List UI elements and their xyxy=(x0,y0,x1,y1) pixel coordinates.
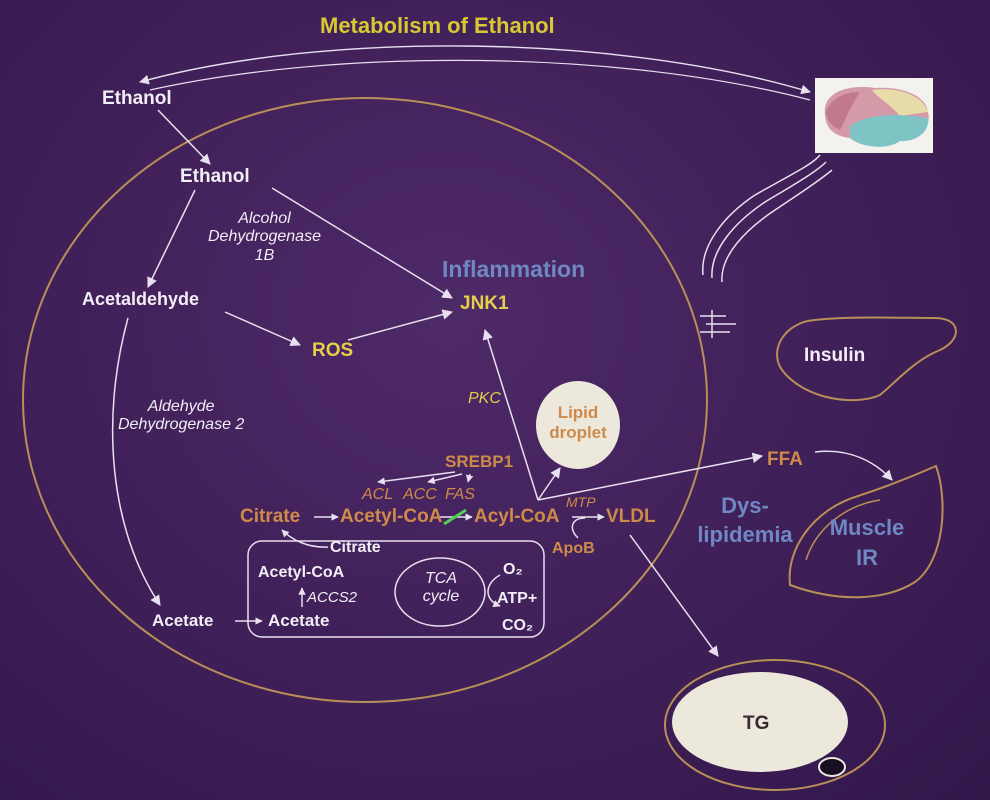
arrow-citrate-export xyxy=(281,529,329,548)
label-mtp: MTP xyxy=(566,494,596,510)
label-tca-line2: cycle xyxy=(422,588,460,606)
label-lipid-droplet: Lipid droplet xyxy=(540,403,616,442)
arrow-vldl-adipocyte xyxy=(629,534,719,657)
label-enzyme-adh-line2: Dehydrogenase xyxy=(208,228,321,246)
lipid-droplet xyxy=(536,381,620,469)
arrow-apob xyxy=(571,517,586,539)
label-ethanol-outside: Ethanol xyxy=(102,88,172,109)
nerve-line-3 xyxy=(721,169,833,283)
label-citrate-mito: Citrate xyxy=(330,539,381,556)
label-enzyme-aldh-line1: Aldehyde xyxy=(147,398,215,415)
arrow-ethanol-in xyxy=(157,109,211,165)
label-atp: ATP+ xyxy=(497,590,538,607)
arrow-hub-droplet xyxy=(537,467,561,501)
arrow-ethanol-acetaldehyde xyxy=(147,189,196,288)
label-dyslipidemia-line1: Dys- xyxy=(721,493,769,518)
label-enzyme-adh: Alcohol Dehydrogenase 1B xyxy=(208,210,321,265)
brain-icon xyxy=(815,78,933,153)
label-acetaldehyde: Acetaldehyde xyxy=(82,289,200,309)
arrow-ffa-muscle xyxy=(814,450,893,481)
label-srebp1: SREBP1 xyxy=(445,452,514,471)
label-inflammation: Inflammation xyxy=(442,256,586,282)
inhibition-mark xyxy=(443,508,467,526)
label-lipid-droplet-line2: droplet xyxy=(549,422,607,442)
muscle-outline-inner xyxy=(805,499,881,561)
label-vldl: VLDL xyxy=(606,506,656,527)
arrow-ros-jnk1 xyxy=(347,309,454,341)
arrow-srebp1-fas xyxy=(465,473,474,483)
arrow-srebp1-acl xyxy=(377,471,456,485)
label-ffa: FFA xyxy=(767,449,803,470)
label-acl: ACL xyxy=(362,486,394,503)
label-muscle-line2: IR xyxy=(856,544,878,570)
label-muscle-ir: Muscle IR xyxy=(812,513,922,572)
label-lipid-droplet-line1: Lipid xyxy=(557,403,599,422)
label-acetate-mito: Acetate xyxy=(268,611,330,630)
hepatocyte-outline xyxy=(22,97,708,703)
label-dyslipidemia: Dys- lipidemia xyxy=(685,492,805,549)
membrane-channel xyxy=(700,310,736,338)
nerve-line-1 xyxy=(702,154,821,276)
tca-output-bracket xyxy=(487,574,501,608)
diagram-title: Metabolism of Ethanol xyxy=(320,13,555,38)
label-enzyme-adh-line3: 1B xyxy=(254,246,275,264)
label-co2: CO₂ xyxy=(502,617,534,634)
label-insulin: Insulin xyxy=(804,345,866,366)
label-tca-cycle: TCA cycle xyxy=(412,570,470,607)
brain-arrow-bottom xyxy=(149,59,811,101)
label-enzyme-aldh: Aldehyde Dehydrogenase 2 xyxy=(118,398,244,435)
label-apob: ApoB xyxy=(552,540,595,557)
label-accs2: ACCS2 xyxy=(307,589,358,606)
label-tg: TG xyxy=(743,713,770,734)
label-acc: ACC xyxy=(403,486,437,503)
mitochondrion-outline xyxy=(247,540,545,638)
adipocyte-icon xyxy=(664,659,886,791)
label-jnk1: JNK1 xyxy=(460,293,509,314)
arrow-ethanol-jnk1 xyxy=(271,187,453,299)
label-dyslipidemia-line2: lipidemia xyxy=(697,521,793,547)
brain-arrow-top xyxy=(139,45,811,95)
arrow-srebp1-acc xyxy=(427,473,463,485)
label-acetate-cytosol: Acetate xyxy=(152,611,214,630)
label-ros: ROS xyxy=(312,340,354,361)
label-tca-line1: TCA xyxy=(425,570,457,587)
label-citrate-cytosol: Citrate xyxy=(240,506,301,527)
label-pkc: PKC xyxy=(468,390,501,407)
label-acylcoa: Acyl-CoA xyxy=(474,506,560,527)
label-fas: FAS xyxy=(445,486,475,503)
label-ethanol-inside: Ethanol xyxy=(180,166,250,187)
label-enzyme-aldh-line2: Dehydrogenase 2 xyxy=(118,416,245,434)
label-acetylcoa-mito: Acetyl-CoA xyxy=(258,564,345,581)
arrow-acetaldehyde-ros xyxy=(224,311,301,346)
nerve-line-2 xyxy=(711,161,827,279)
tca-cycle-circle xyxy=(394,557,486,627)
arrow-acetaldehyde-acetate xyxy=(111,317,161,606)
arrow-hub-jnk1 xyxy=(482,328,539,501)
label-enzyme-adh-line1: Alcohol xyxy=(238,210,291,227)
label-muscle-line1: Muscle xyxy=(829,515,905,540)
label-o2: O₂ xyxy=(503,561,523,578)
pancreas-outline xyxy=(776,316,957,402)
label-acetylcoa-cytosol: Acetyl-CoA xyxy=(340,506,443,527)
muscle-outline xyxy=(788,464,944,599)
arrow-hub-ffa xyxy=(537,452,764,501)
